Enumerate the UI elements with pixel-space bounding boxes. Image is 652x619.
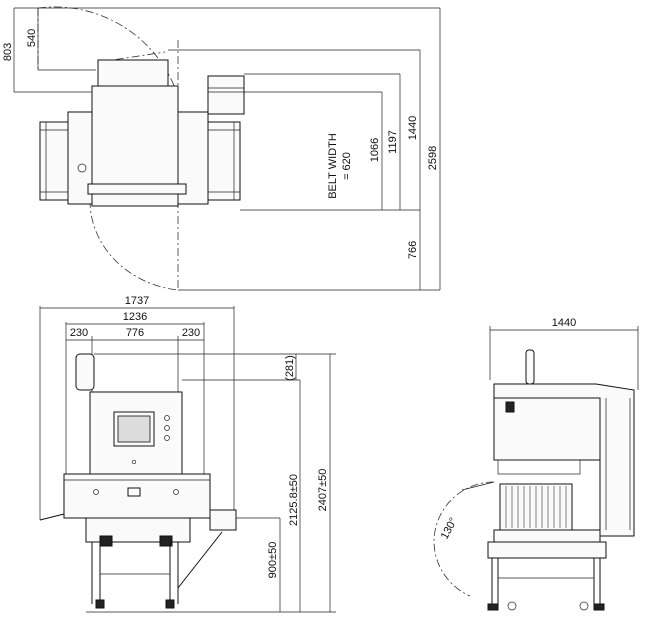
caster-right <box>579 601 589 611</box>
dim-1066-label: 1066 <box>369 138 381 162</box>
top-view: 540 803 1066 1197 1440 2598 766 BELT WID… <box>2 6 441 291</box>
lower-bar <box>87 183 187 195</box>
indicator-light-1 <box>164 415 170 421</box>
side-foot-right <box>593 603 605 611</box>
dim-2125-label: 2125.8±50 <box>288 474 300 526</box>
door-swing-arc-lower <box>89 199 179 291</box>
side-belt <box>493 529 601 543</box>
dim-2598-label: 2598 <box>427 146 439 170</box>
outfeed-motor <box>209 509 237 531</box>
door-swing-arc-upper <box>37 6 179 97</box>
caster-left <box>507 601 517 611</box>
indicator-light-2 <box>164 425 170 431</box>
hood-handle <box>75 353 95 391</box>
belt-width-label: BELT WIDTH <box>327 133 339 199</box>
foot-pad-left <box>99 535 113 547</box>
dim-540-label: 540 <box>26 29 38 47</box>
key-switch <box>131 459 137 465</box>
belt-width-value: = 620 <box>341 152 353 180</box>
dim-803-label: 803 <box>2 43 14 61</box>
dim-side-1440-label: 1440 <box>552 317 576 329</box>
foot-pad-right <box>159 535 173 547</box>
emergency-stop <box>127 487 141 497</box>
infeed-guide <box>39 513 65 521</box>
strut <box>177 531 223 589</box>
dim-1440-label: 1440 <box>407 116 419 140</box>
dim-2407-label: 2407±50 <box>317 469 329 512</box>
dim-900-label: 900±50 <box>267 542 279 579</box>
side-swing-arc <box>433 481 495 597</box>
knob <box>77 163 87 173</box>
dim-776-label: 776 <box>126 327 144 339</box>
dim-1197-label: 1197 <box>387 130 399 154</box>
side-switch <box>505 401 515 413</box>
dim-281-label: (281) <box>284 355 296 381</box>
control-box <box>207 75 245 115</box>
dim-1236-label: 1236 <box>123 311 147 323</box>
side-frame <box>487 541 607 559</box>
front-view: 1737 1236 230 776 230 <box>39 295 336 613</box>
indicator-light-3 <box>164 435 170 441</box>
dim-766-label: 766 <box>407 241 419 259</box>
dim-1737-label: 1737 <box>125 295 149 307</box>
foot-right <box>165 599 175 609</box>
dim-230-right-label: 230 <box>182 327 200 339</box>
hmi-screen <box>117 415 151 443</box>
door-edge-line <box>99 51 166 63</box>
angle-130-label: 130° <box>439 516 460 542</box>
curtain-strips <box>505 486 567 528</box>
side-view: 1440 130° <box>433 317 639 611</box>
side-handle <box>525 349 535 385</box>
foot-left <box>95 599 105 609</box>
hood <box>97 59 169 87</box>
dim-230-left-label: 230 <box>70 327 88 339</box>
side-foot-left <box>487 603 499 611</box>
